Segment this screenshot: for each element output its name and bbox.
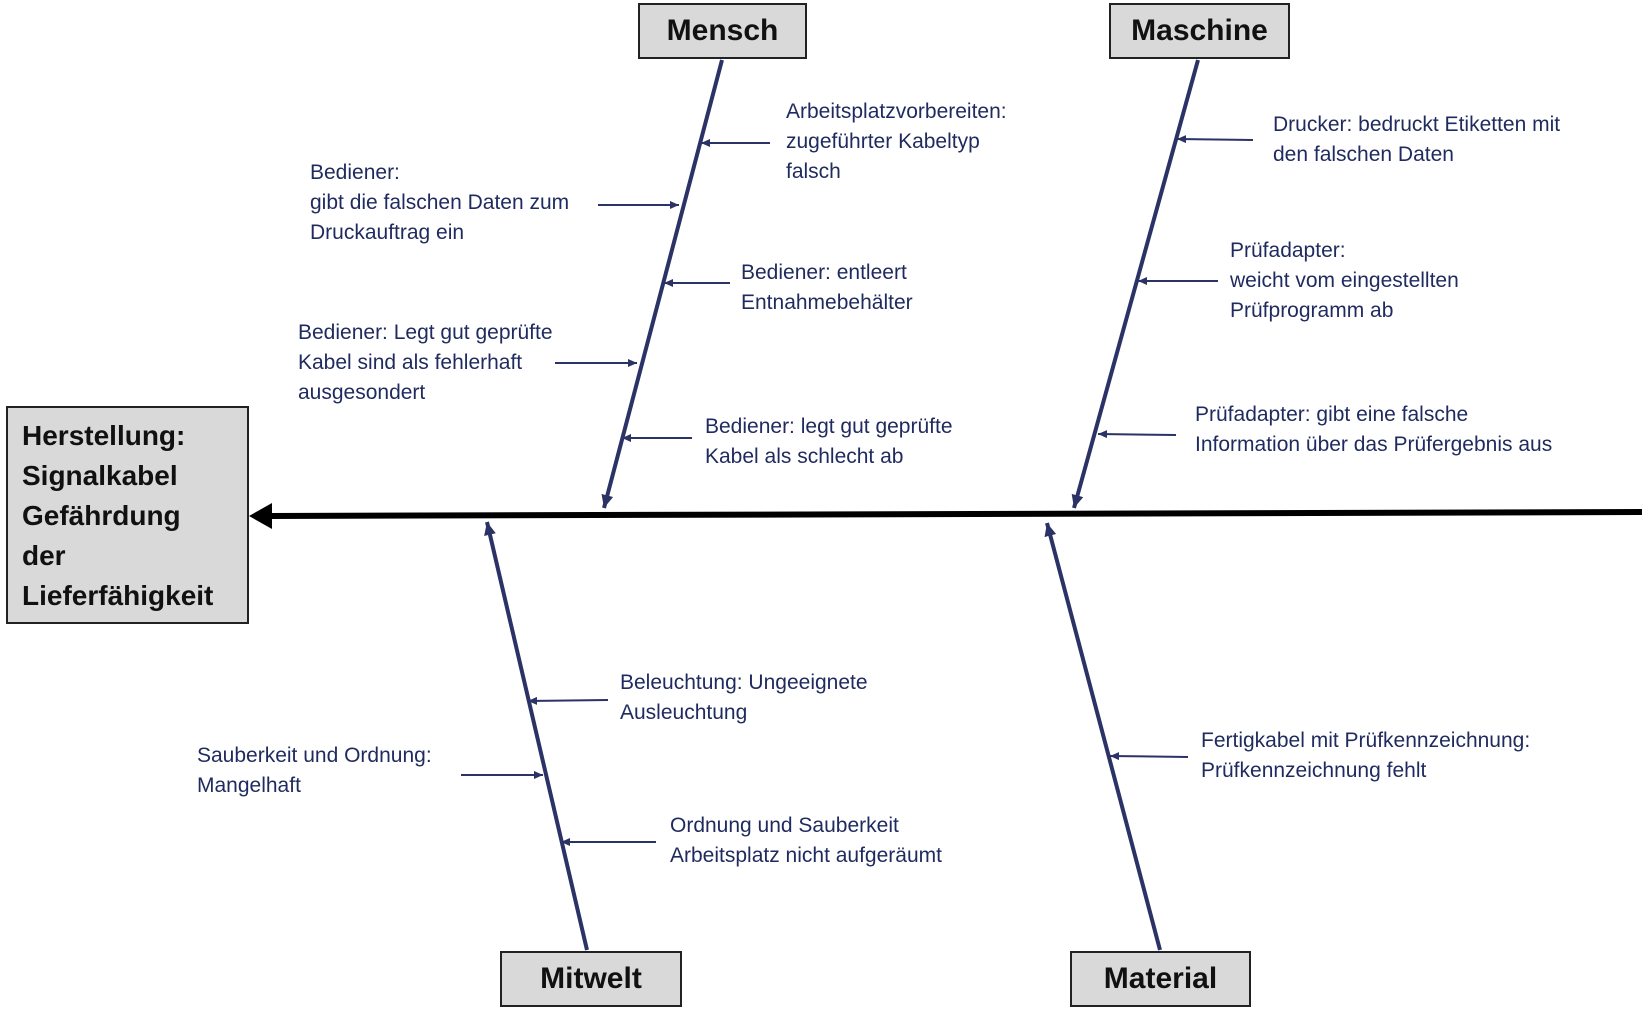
cause-label: Drucker: bedruckt Etiketten mit den fals… bbox=[1273, 113, 1561, 166]
effect-line: Signalkabel bbox=[22, 460, 178, 491]
cause-arrow bbox=[1176, 135, 1254, 144]
category-mitwelt: Mitwelt bbox=[500, 951, 682, 1007]
cause-label: Bediener: entleert Entnahmebehälter bbox=[741, 261, 913, 314]
cause-label: Sauberkeit und Ordnung: Mangelhaft bbox=[197, 744, 432, 797]
cause-arrow bbox=[1097, 430, 1177, 439]
effect-line: Lieferfähigkeit bbox=[22, 580, 214, 611]
cause-arrow bbox=[527, 696, 609, 705]
effect-box: Herstellung: Signalkabel Gefährdung der … bbox=[6, 406, 249, 624]
cause-label: Bediener: Legt gut geprüfte Kabel sind a… bbox=[298, 321, 553, 404]
cause-label: Ordnung und Sauberkeit Arbeitsplatz nich… bbox=[670, 814, 942, 867]
effect-line: Herstellung: bbox=[22, 420, 186, 451]
cause-label: Fertigkabel mit Prüfkennzeichnung: Prüfk… bbox=[1201, 729, 1531, 782]
effect-line: Gefährdung bbox=[22, 500, 181, 531]
cause-label: Bediener: gibt die falschen Daten zum Dr… bbox=[310, 161, 570, 244]
category-material: Material bbox=[1070, 951, 1251, 1007]
bone-mitwelt bbox=[484, 521, 589, 951]
category-mensch: Mensch bbox=[638, 3, 807, 59]
cause-label: Arbeitsplatzvorbereiten: zugeführter Kab… bbox=[786, 100, 1007, 183]
bone-maschine bbox=[1071, 59, 1200, 509]
category-maschine: Maschine bbox=[1109, 3, 1290, 59]
cause-label: Beleuchtung: Ungeeignete Ausleuchtung bbox=[620, 671, 868, 724]
cause-label: Prüfadapter: gibt eine falsche Informati… bbox=[1195, 403, 1553, 456]
bone-mensch bbox=[601, 59, 724, 509]
spine-line bbox=[269, 509, 1642, 519]
spine-arrowhead bbox=[249, 503, 272, 529]
bone-material bbox=[1044, 522, 1162, 951]
cause-arrow bbox=[1109, 752, 1189, 761]
cause-label: Bediener: legt gut geprüfte Kabel als sc… bbox=[705, 415, 953, 468]
cause-label: Prüfadapter: weicht vom eingestellten Pr… bbox=[1230, 239, 1459, 322]
effect-line: der bbox=[22, 540, 66, 571]
